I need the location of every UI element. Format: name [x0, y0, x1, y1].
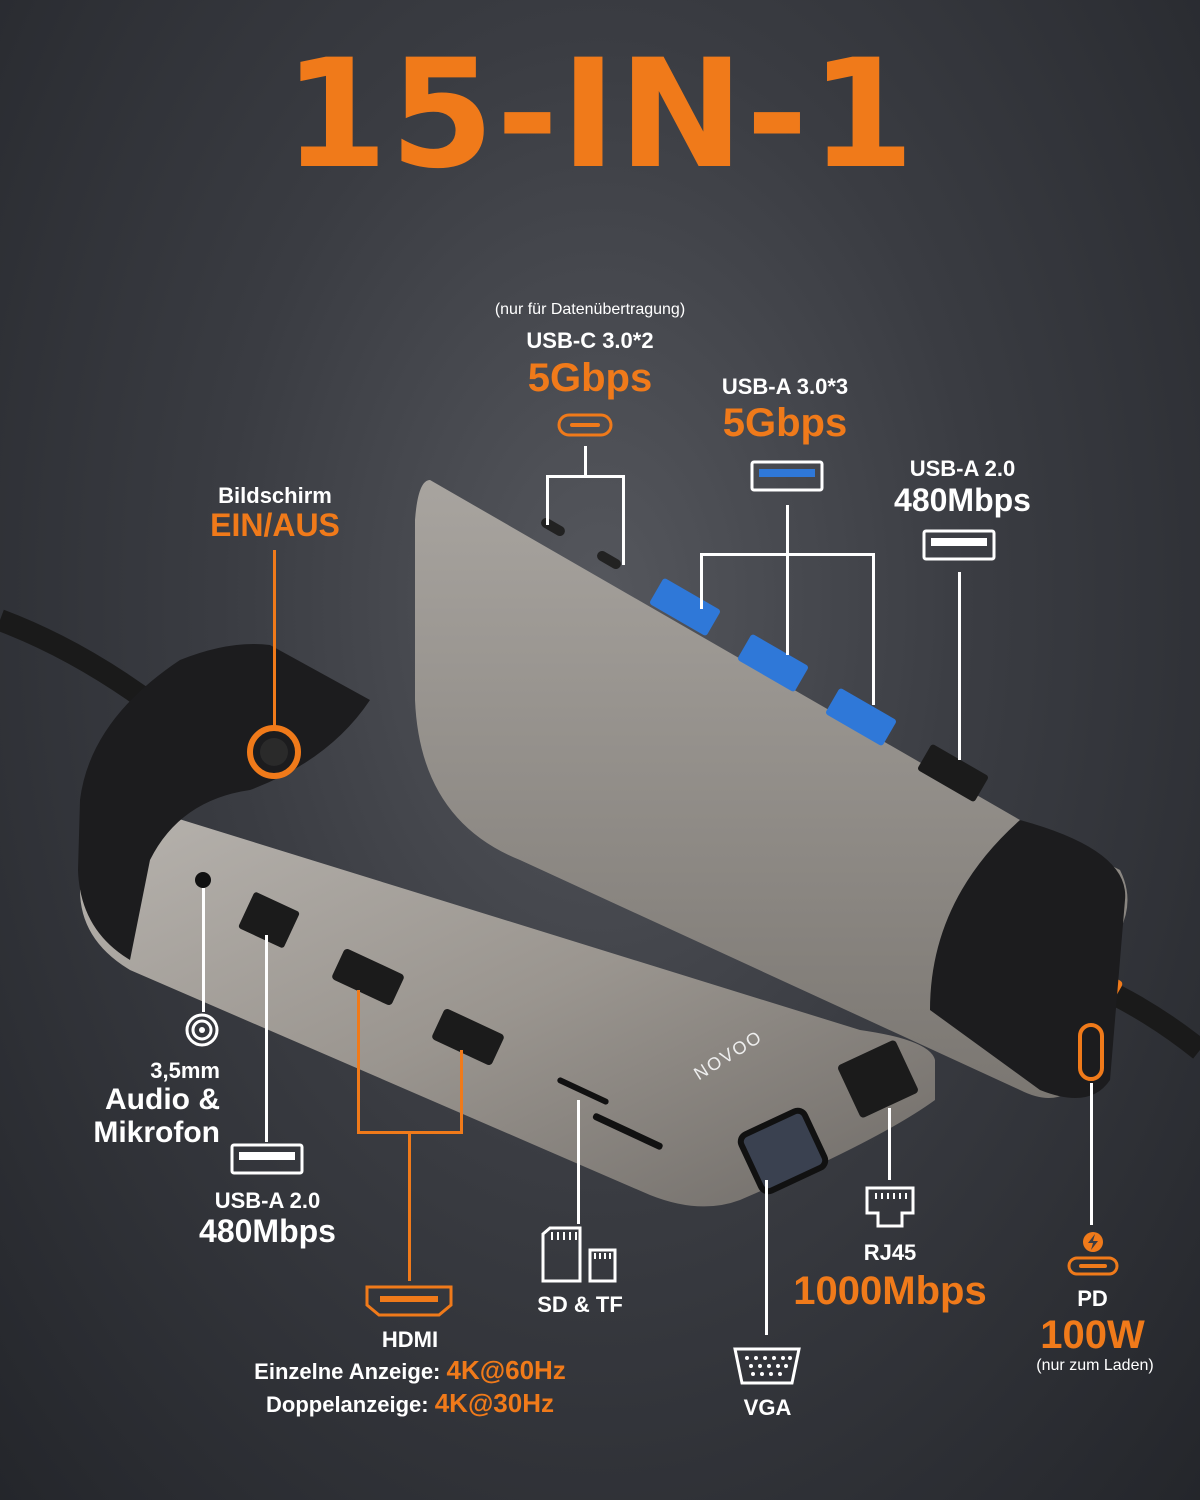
hdmi-single: Einzelne Anzeige: 4K@60Hz: [200, 1355, 620, 1386]
pd-charging-icon: [1067, 1232, 1119, 1276]
usb-a3-speed: 5Gbps: [722, 401, 848, 445]
hdmi-port-1: [332, 948, 404, 1006]
usb-a3-port-3: [826, 688, 896, 746]
pd-power: 100W: [1040, 1313, 1145, 1357]
hdmi-port-icon: [365, 1285, 453, 1317]
hdmi-single-value: 4K@60Hz: [446, 1355, 566, 1385]
hdmi-dual-label: Doppelanzeige:: [266, 1392, 429, 1417]
front-hub-body: [80, 810, 935, 1207]
usb-a3-title: USB-A 3.0*3: [721, 374, 849, 399]
usb-c-speed: 5Gbps: [527, 356, 653, 400]
usb-a-port-icon-3: [750, 460, 824, 492]
pd-note: (nur zum Laden): [1036, 1357, 1154, 1374]
back-hub-endcap: [930, 820, 1126, 1098]
sdtf-title: SD & TF: [537, 1292, 623, 1317]
audio-jack-port: [195, 872, 211, 888]
usb-a3-port-2: [738, 634, 808, 692]
usb-a2-bottom-title: USB-A 2.0: [214, 1188, 321, 1213]
pd-port: [1078, 1023, 1104, 1081]
usb-a-port-icon-top: [922, 529, 996, 561]
hdmi-dual-value: 4K@30Hz: [434, 1388, 554, 1418]
rj45-speed: 1000Mbps: [793, 1269, 987, 1313]
ethernet-port-icon: [865, 1186, 915, 1228]
headline-text: 15-IN-1: [283, 28, 917, 202]
usb-a2-bottom-speed: 480Mbps: [199, 1213, 336, 1249]
usb-a3-port-1: [650, 578, 720, 636]
hdmi-single-label: Einzelne Anzeige:: [254, 1359, 441, 1384]
headline: 15-IN-1: [0, 40, 1200, 190]
usb-c-port-2: [597, 551, 621, 569]
hdmi-port-2: [432, 1008, 504, 1066]
audio-line3: Mikrofon: [93, 1116, 220, 1149]
pd-title: PD: [1077, 1286, 1108, 1311]
rj45-title: RJ45: [863, 1240, 917, 1265]
audio-jack-icon: [185, 1013, 219, 1047]
front-hub-endcap: [78, 644, 370, 960]
usb-a-port-icon-bottom: [230, 1143, 304, 1175]
screen-title: Bildschirm: [218, 483, 332, 508]
usb-c-port-1: [541, 518, 565, 536]
vga-port-icon: [733, 1347, 801, 1385]
vga-port: [737, 1107, 829, 1195]
sd-card-icon: [541, 1226, 617, 1283]
tf-slot: [557, 1077, 609, 1105]
usb-c-note: (nur für Datenübertragung): [494, 301, 686, 318]
rj45-port: [838, 1040, 918, 1118]
usb-c-port-icon: [557, 413, 613, 437]
usb-a2-top-speed: 480Mbps: [894, 482, 1031, 518]
audio-line2: Audio &: [105, 1083, 220, 1116]
usb-c-title: USB-C 3.0*2: [526, 328, 654, 353]
usb-a2-port-top: [918, 744, 988, 802]
sd-slot: [592, 1113, 663, 1150]
screen-value: EIN/AUS: [210, 507, 340, 543]
usb-a2-port-bottom: [238, 892, 300, 948]
audio-line1: 3,5mm: [150, 1058, 220, 1083]
hdmi-title: HDMI: [381, 1327, 439, 1352]
vga-title: VGA: [743, 1395, 792, 1420]
usb-a2-top-title: USB-A 2.0: [909, 456, 1016, 481]
power-button: [247, 725, 301, 779]
hdmi-dual: Doppelanzeige: 4K@30Hz: [200, 1388, 620, 1419]
